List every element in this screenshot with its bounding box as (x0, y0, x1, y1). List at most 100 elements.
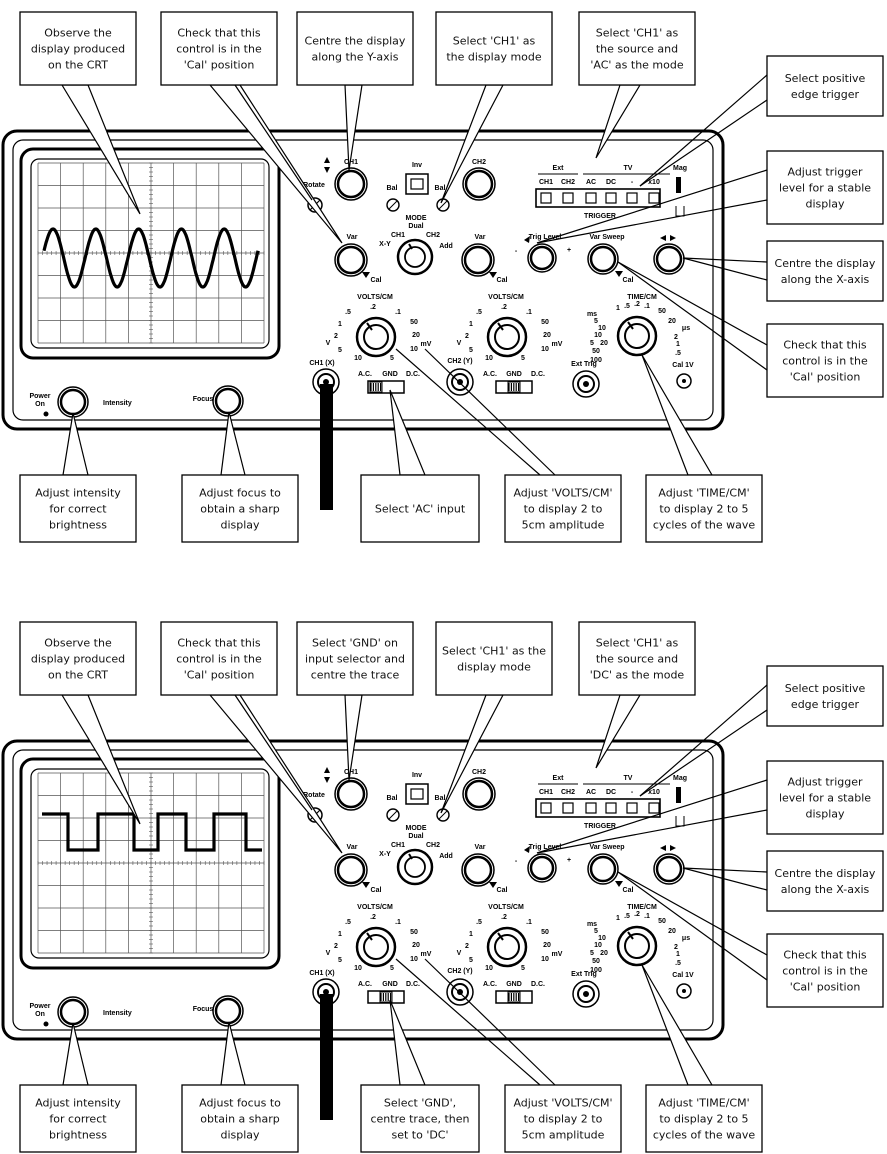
callout-focus-text: obtain a sharp (200, 1113, 279, 1126)
callout-mode-text: Select 'CH1' as the (442, 645, 546, 658)
ch2-volts-dial-inner (494, 324, 520, 350)
callout-centre-x-pointer (682, 867, 768, 891)
callout-time-text: cycles of the wave (653, 1129, 756, 1142)
callout-edge-text: edge trigger (791, 88, 860, 101)
power-label: Power (29, 1003, 50, 1010)
ch1-dial-mark: 5 (338, 347, 342, 354)
callout-centre-x-text: Centre the display (775, 257, 876, 270)
callout-edge-box (766, 55, 884, 117)
callout-cal-check-time-text: Check that this (783, 949, 867, 962)
ch2-dial-mark: 5 (521, 965, 525, 972)
trigger-button-label: CH2 (561, 789, 575, 796)
focus-label: Focus (193, 1006, 214, 1013)
time-dial-mark: 1 (616, 915, 620, 922)
ch1-dial-mark: 10 (354, 965, 362, 972)
rotate-label: Rotate (303, 182, 325, 189)
us-label: μs (682, 325, 690, 332)
trigger-button (585, 802, 597, 814)
callout-intensity-box (19, 1084, 137, 1153)
left-arrow-icon (660, 235, 666, 241)
ch1-input-label: CH1 (X) (309, 970, 334, 977)
intensity-knob (59, 998, 87, 1026)
ch2-dc-label: D.C. (531, 371, 545, 378)
ch1-dial-mark: .1 (395, 309, 401, 316)
trigger-label: TRIGGER (584, 213, 616, 220)
time-dial-mark: 50 (658, 918, 666, 925)
callout-centre-y-text: centre the trace (311, 669, 400, 682)
power-on-label: On (35, 401, 45, 408)
dual-label: Dual (408, 223, 423, 230)
ch1-cal-arrow-icon (362, 272, 370, 278)
callout-cal-check-time-pointer (617, 871, 768, 956)
mode-ch1-label: CH1 (391, 842, 405, 849)
time-cm-label: TIME/CM (627, 904, 657, 911)
down-arrow-icon (324, 777, 330, 783)
ch1-coupling-switch-slider (379, 991, 393, 1003)
callout-cal-check-text: Check that this (177, 27, 261, 40)
sweep-cal-label: Cal (623, 277, 634, 284)
callout-input-box (360, 474, 480, 543)
ch2-position-label: CH2 (472, 159, 486, 166)
mode-label: MODE (406, 825, 427, 832)
callout-source-box (578, 11, 696, 86)
callout-centre-x-text: along the X-axis (781, 883, 870, 896)
ch2-volts-label: VOLTS/CM (488, 904, 524, 911)
trigger-button (626, 802, 638, 814)
trigger-button (585, 192, 597, 204)
ms-label: ms (587, 921, 597, 928)
ext-trig-label: Ext Trig (571, 361, 597, 368)
callout-trig-level-box (766, 760, 884, 835)
ch2-mv-label: mV (552, 951, 563, 958)
time-dial (616, 315, 658, 357)
time-dial-mark: 20 (600, 340, 608, 347)
ch2-dial-mark: 20 (543, 942, 551, 949)
focus-knob (214, 997, 242, 1025)
callout-volts-text: to display 2 to (524, 503, 603, 516)
callout-source-text: 'AC' as the mode (590, 59, 684, 72)
us-label: μs (682, 935, 690, 942)
callout-centre-x-pointer (682, 257, 768, 281)
dual-label: Dual (408, 833, 423, 840)
mode-selector (396, 848, 434, 886)
callout-mode-text: Select 'CH1' as (453, 35, 536, 48)
ch2-coupling-switch-slider (507, 991, 521, 1003)
callout-cal-check-box (160, 11, 278, 86)
trig-plus-label: + (567, 857, 571, 864)
ch2-var-knob (463, 245, 493, 275)
trigger-button-label: - (631, 179, 634, 186)
callout-volts-box (504, 1084, 622, 1153)
trigger-button-bank (535, 188, 661, 208)
callout-trig-level-text: display (805, 198, 845, 211)
callout-focus-text: obtain a sharp (200, 503, 279, 516)
trigger-button (626, 192, 638, 204)
ch1-dial-mark: 10 (354, 355, 362, 362)
ch2-ac-label: A.C. (483, 371, 497, 378)
time-dial-mark: 50 (592, 348, 600, 355)
callout-volts-text: Adjust 'VOLTS/CM' (513, 487, 612, 500)
time-dial-mark: 10 (598, 935, 606, 942)
ch2-position-knob (464, 779, 494, 809)
callout-mode-text: the display mode (446, 51, 542, 64)
ch2-ac-label: A.C. (483, 981, 497, 988)
trigger-button-label: CH1 (539, 179, 553, 186)
trig-minus-label: - (515, 248, 518, 255)
sweep-cal-label: Cal (623, 887, 634, 894)
ch1-position-knob (336, 169, 366, 199)
ch1-var-label: Var (347, 844, 358, 851)
callout-edge-pointer (639, 684, 768, 797)
ch2-dial-mark: .1 (526, 309, 532, 316)
ch1-dial-mark: .2 (370, 304, 376, 311)
mag-switch (676, 787, 681, 803)
ch1-dial-mark: 1 (338, 931, 342, 938)
mode-xy-label: X-Y (379, 851, 391, 858)
mode-label: MODE (406, 215, 427, 222)
right-arrow-icon (670, 845, 676, 851)
ch1-dial-mark: 5 (338, 957, 342, 964)
callout-trig-level-pointer (536, 199, 768, 244)
ch1-dc-label: D.C. (406, 371, 420, 378)
mode-selector-inner (404, 246, 426, 268)
power-label: Power (29, 393, 50, 400)
mag-label: Mag (673, 775, 687, 782)
ch1-dial-mark: .5 (345, 309, 351, 316)
